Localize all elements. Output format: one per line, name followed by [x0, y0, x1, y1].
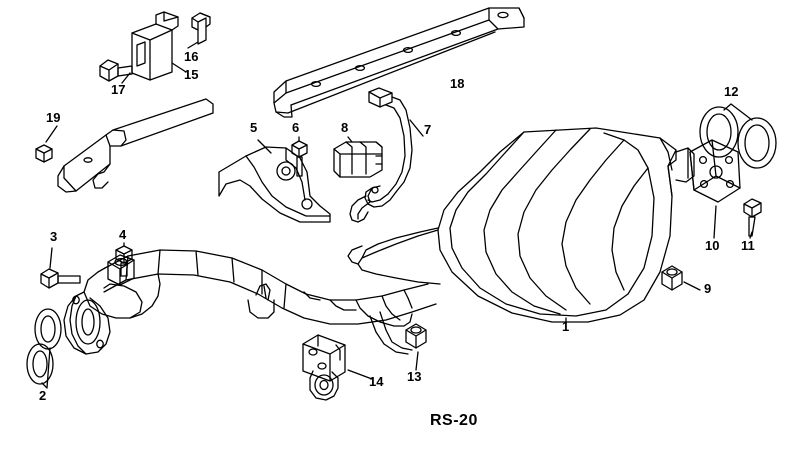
- part-3-bolt: [40, 268, 81, 289]
- part-2-gasket-ring-b: [26, 343, 54, 385]
- part-16-clip: [191, 12, 211, 45]
- leader-2: [41, 347, 51, 389]
- part-19-nut: [35, 144, 53, 163]
- callout-6: 6: [292, 120, 300, 135]
- part-7-oxygen-sensor: [349, 87, 413, 223]
- part-1-catalytic-converter: [347, 127, 695, 323]
- callout-10: 10: [705, 238, 720, 253]
- callout-5: 5: [250, 120, 258, 135]
- leader-12: [723, 103, 753, 121]
- callout-8: 8: [341, 120, 349, 135]
- leader-3: [49, 247, 53, 269]
- part-2-gasket-ring-a: [34, 308, 62, 350]
- part-17-bolt: [99, 59, 133, 82]
- leader-9: [683, 281, 701, 291]
- callout-19: 19: [46, 110, 61, 125]
- callout-14: 14: [369, 374, 384, 389]
- part-11-bolt: [743, 198, 762, 237]
- leader-19: [45, 125, 58, 143]
- part-9-nut: [661, 265, 683, 291]
- leader-15: [171, 62, 187, 73]
- callout-16: 16: [184, 49, 199, 64]
- callout-7: 7: [424, 122, 432, 137]
- leader-14: [347, 369, 373, 380]
- downpipe-assembly: [63, 249, 437, 355]
- leader-7: [409, 119, 424, 137]
- part-12-gasket-ring-a: [699, 106, 739, 158]
- diagram-caption: RS-20: [430, 412, 478, 429]
- callout-1: 1: [562, 319, 570, 334]
- part-10-flange-plate: [689, 139, 741, 203]
- part-5-bracket: [218, 146, 331, 223]
- leader-16: [187, 41, 199, 49]
- leader-13: [415, 351, 419, 371]
- callout-9: 9: [704, 281, 712, 296]
- callout-3: 3: [50, 229, 58, 244]
- part-8-cable-holder: [333, 141, 383, 178]
- callout-4: 4: [119, 227, 127, 242]
- part-19-rail-bracket: [57, 98, 214, 193]
- leader-5: [257, 139, 272, 154]
- callout-13: 13: [407, 369, 422, 384]
- part-15-17-bracket: [131, 11, 179, 81]
- callout-15: 15: [184, 67, 199, 82]
- leader-8: [347, 136, 353, 143]
- leader-17: [121, 72, 131, 84]
- callout-2: 2: [39, 388, 47, 403]
- callout-18: 18: [450, 76, 465, 91]
- leader-11: [749, 231, 753, 239]
- part-14-rubber-mount: [302, 334, 346, 401]
- part-13-nut: [369, 311, 427, 355]
- part-18-heat-shield-rail: [273, 7, 525, 118]
- callout-12: 12: [724, 84, 739, 99]
- callout-17: 17: [111, 82, 126, 97]
- part-12-gasket-ring-b: [737, 117, 777, 169]
- callout-11: 11: [741, 238, 755, 253]
- part-6-bolt: [291, 140, 308, 177]
- leader-10: [713, 205, 717, 239]
